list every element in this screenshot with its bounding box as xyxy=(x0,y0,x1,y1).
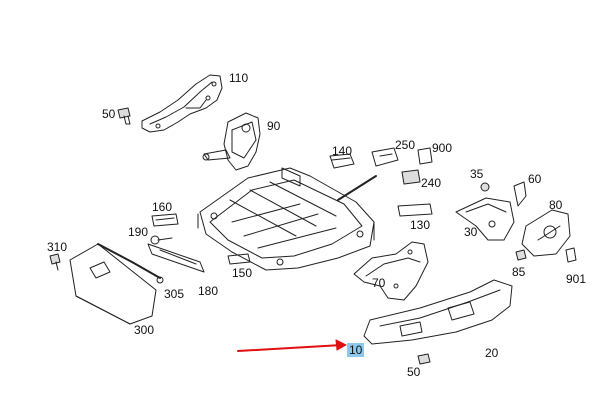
label-50-bottom: 50 xyxy=(407,365,421,379)
part-310-screw xyxy=(49,253,61,271)
part-80-drawing xyxy=(521,209,571,257)
part-240-drawing xyxy=(401,169,421,185)
label-160: 160 xyxy=(152,200,173,214)
label-60: 60 xyxy=(528,172,542,186)
label-70: 70 xyxy=(372,276,386,290)
label-90: 90 xyxy=(267,119,281,133)
label-140: 140 xyxy=(332,144,353,158)
part-180-drawing xyxy=(147,243,205,273)
label-20: 20 xyxy=(485,346,499,360)
seat-frame-drawing xyxy=(197,167,375,271)
label-900: 900 xyxy=(432,141,453,155)
part-900-drawing xyxy=(417,147,433,165)
label-300: 300 xyxy=(134,323,155,337)
part-130-drawing xyxy=(397,203,433,217)
label-240: 240 xyxy=(421,176,442,190)
label-150: 150 xyxy=(232,266,253,280)
part-50-screw-bottom xyxy=(417,353,431,365)
part-901-connector xyxy=(565,247,577,263)
label-130: 130 xyxy=(410,218,431,232)
part-300-drawing xyxy=(69,243,157,325)
part-85-screw xyxy=(515,249,527,261)
label-250: 250 xyxy=(395,138,416,152)
label-35: 35 xyxy=(470,167,484,181)
part-110-drawing xyxy=(141,74,223,133)
part-60-drawing xyxy=(513,181,527,207)
highlight-arrow xyxy=(237,339,347,352)
part-160-drawing xyxy=(151,213,179,227)
part-35-screw xyxy=(480,182,490,192)
part-10-drawing xyxy=(363,279,513,345)
part-250-drawing xyxy=(371,147,399,167)
label-10-highlighted[interactable]: 10 xyxy=(347,343,365,357)
part-150-drawing xyxy=(227,253,251,265)
part-50-screw-top xyxy=(117,107,131,125)
label-310: 310 xyxy=(47,240,68,254)
label-901: 901 xyxy=(566,272,587,286)
part-305-drawing xyxy=(97,243,164,284)
label-85: 85 xyxy=(512,265,526,279)
part-190-drawing xyxy=(150,235,173,245)
label-80: 80 xyxy=(549,198,563,212)
label-50: 50 xyxy=(102,107,116,121)
part-90-drawing xyxy=(202,112,261,171)
part-70-drawing xyxy=(353,241,429,301)
cable-strap xyxy=(337,175,377,201)
part-30-drawing xyxy=(455,197,515,241)
label-30: 30 xyxy=(464,225,478,239)
label-180: 180 xyxy=(198,284,219,298)
label-190: 190 xyxy=(128,225,149,239)
label-110: 110 xyxy=(229,71,249,85)
part-140-drawing xyxy=(329,153,355,169)
label-305: 305 xyxy=(164,287,185,301)
